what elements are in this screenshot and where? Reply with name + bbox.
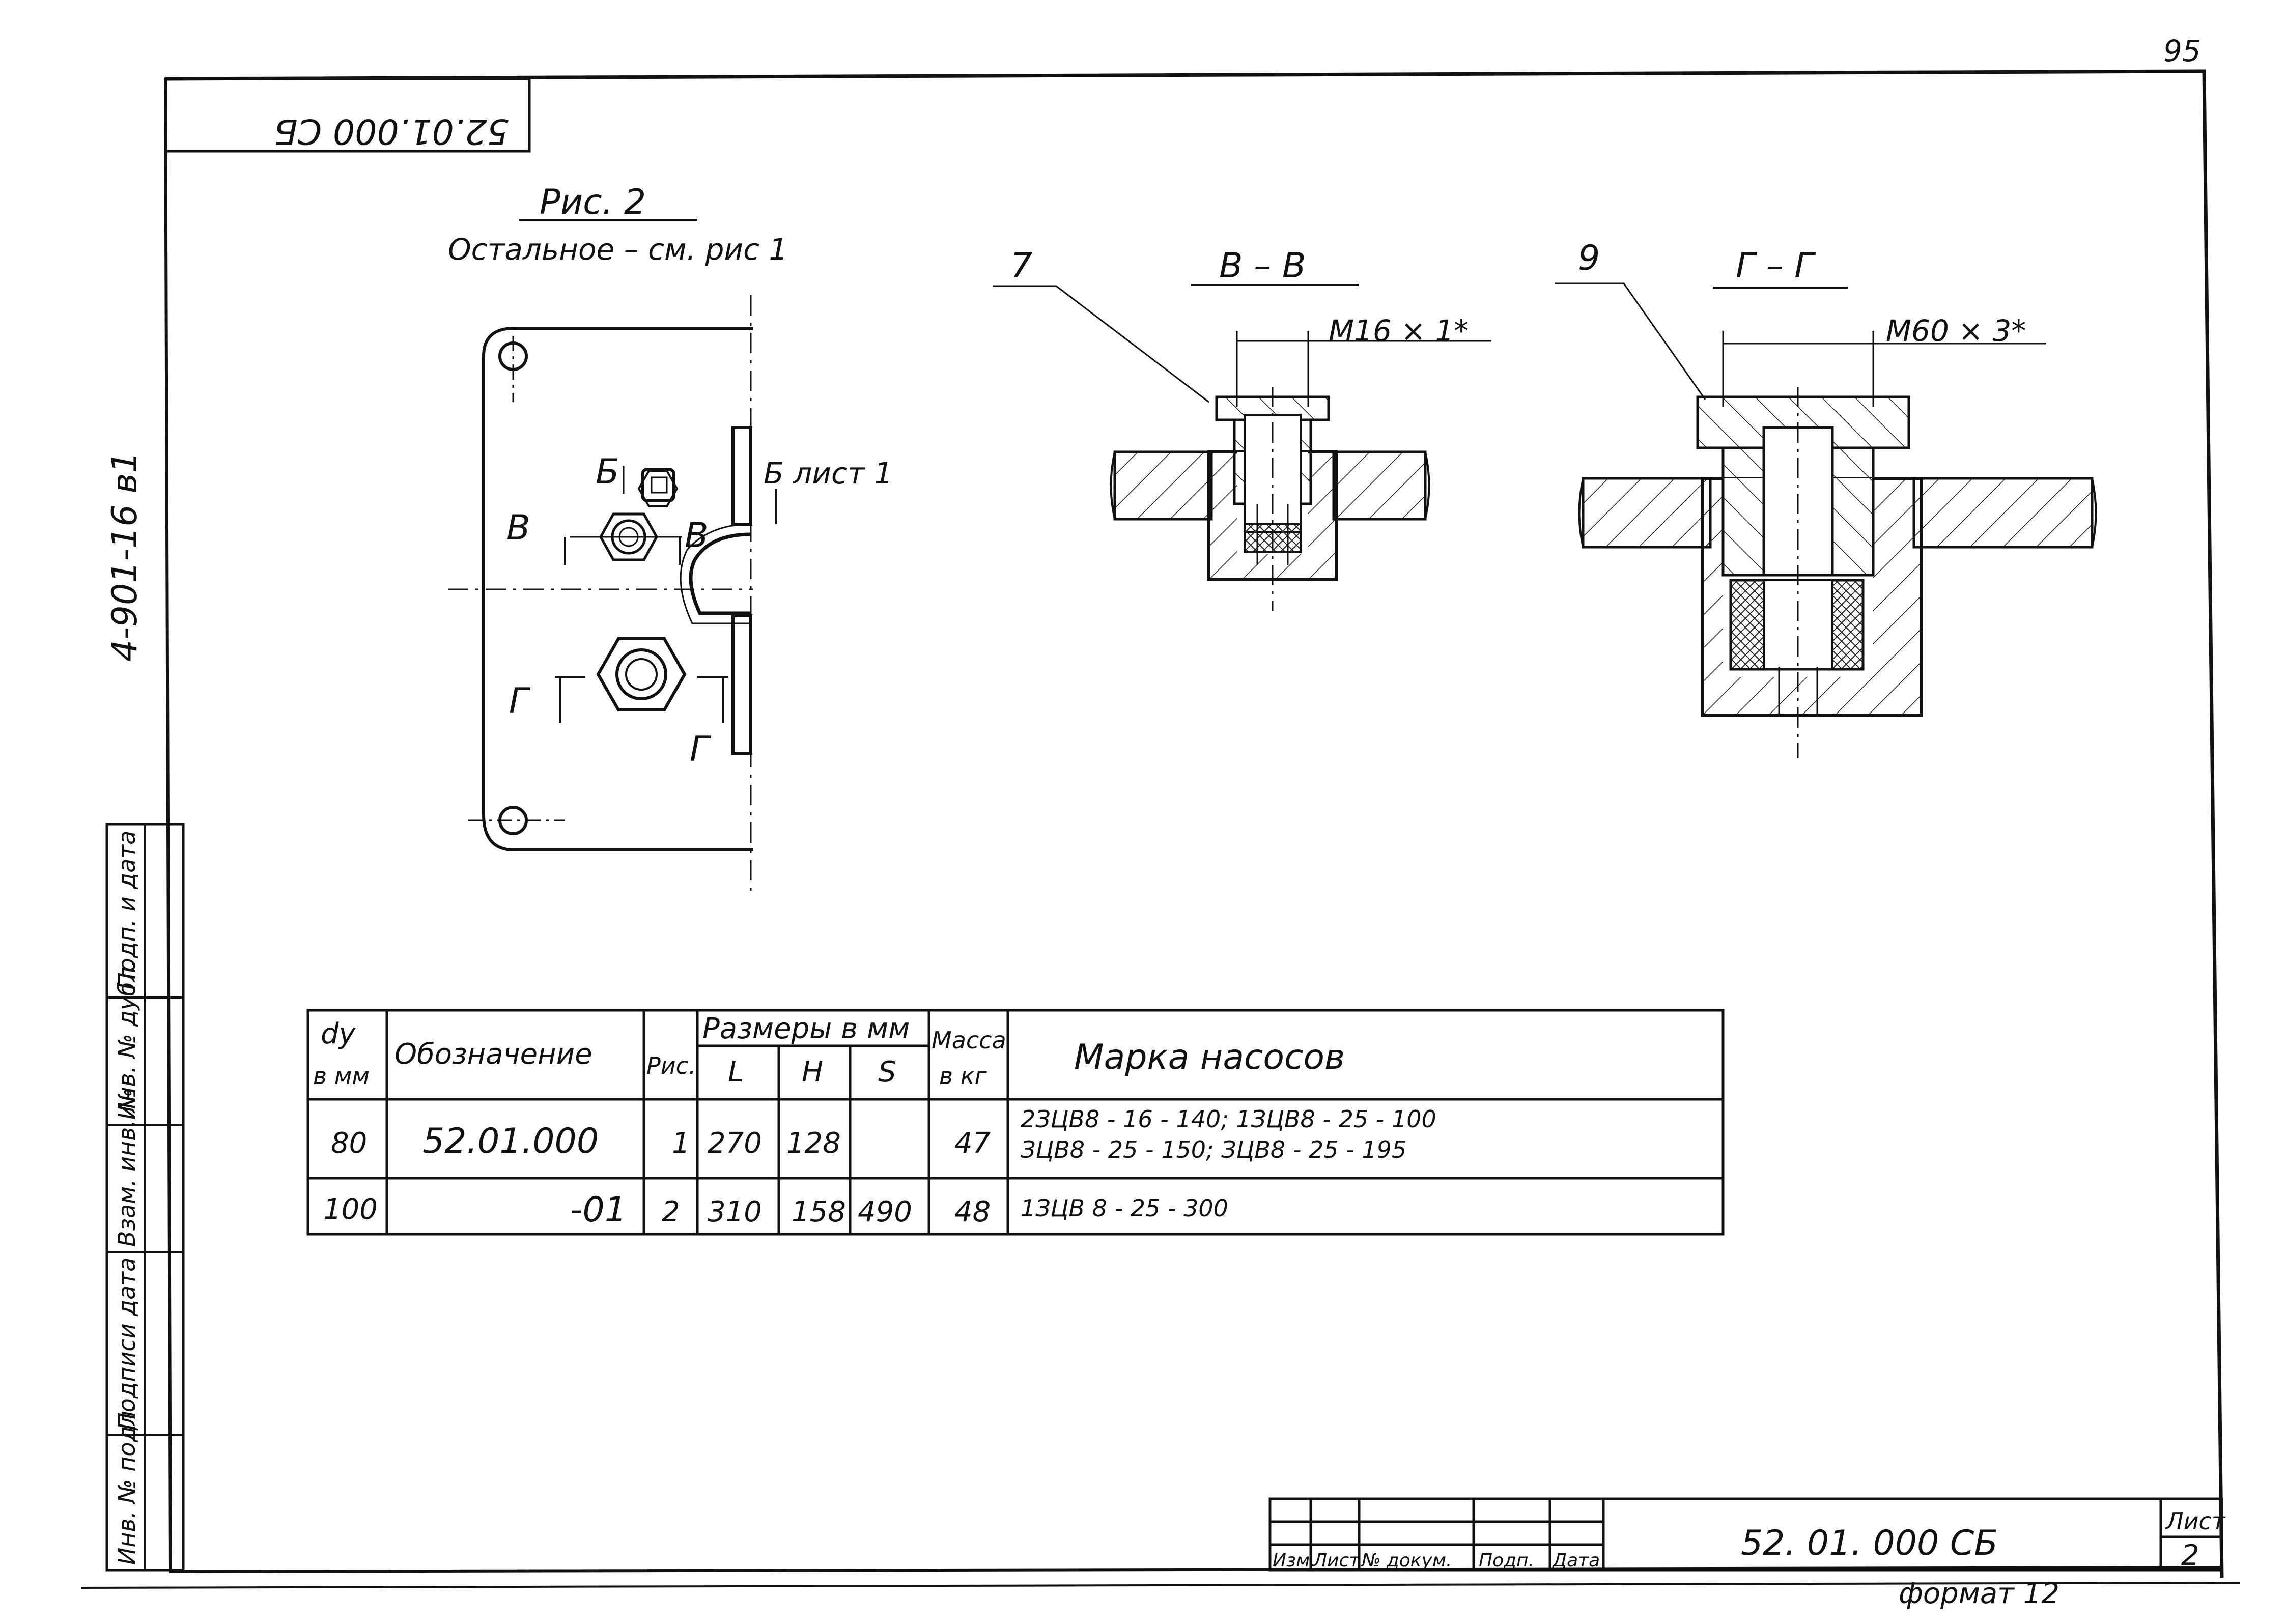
table-row-2-L: 310 — [708, 1195, 762, 1229]
title-block-col-sheet: Лист — [1312, 1550, 1360, 1571]
table-row-1-H: 128 — [786, 1127, 841, 1160]
table-row-1-fig: 1 — [672, 1127, 690, 1160]
page-number: 95 — [2163, 34, 2201, 68]
spec-table-grid — [306, 1009, 1725, 1236]
section-vv-title: В – В — [1219, 246, 1306, 286]
label-g-left: Г — [509, 681, 531, 721]
title-block-col-doc: № докум. — [1361, 1550, 1452, 1571]
table-header-dy-unit: в мм — [313, 1062, 370, 1090]
side-code: 4-901-16 в1 — [105, 451, 145, 662]
table-header-S: S — [878, 1056, 896, 1089]
figure-subtitle: Остальное – см. рис 1 — [448, 232, 787, 267]
side-stamp-sign-date: Подп. и дата — [113, 831, 140, 990]
table-header-mass: Масса — [932, 1027, 1006, 1054]
table-row-2-pumps-1: 1ЗЦВ 8 - 25 - 300 — [1021, 1194, 1228, 1222]
corner-stamp-box — [164, 77, 531, 153]
table-row-1-mass: 47 — [954, 1127, 991, 1160]
section-gg-callout: 9 — [1578, 238, 1600, 278]
table-row-2-dy: 100 — [323, 1193, 378, 1226]
label-b: Б — [596, 452, 619, 492]
side-stamp-replace-inv: Взам. инв. № — [113, 1088, 140, 1247]
table-header-dy: dу — [321, 1017, 356, 1050]
section-vv-thread: М16 × 1* — [1329, 314, 1469, 348]
section-vv-drawing — [1110, 331, 1491, 611]
table-row-1-pumps-2: ЗЦВ8 - 25 - 150; ЗЦВ8 - 25 - 195 — [1021, 1136, 1406, 1163]
label-v-right: В — [685, 516, 709, 556]
table-header-mass-unit: в кг — [939, 1062, 987, 1090]
table-row-1-L: 270 — [708, 1127, 762, 1160]
title-block-sheet-number: 2 — [2181, 1539, 2199, 1572]
section-gg-thread: М60 × 3* — [1886, 314, 2026, 348]
label-g-right: Г — [690, 729, 712, 770]
table-row-2-S: 490 — [858, 1195, 912, 1229]
table-row-2-fig: 2 — [662, 1195, 680, 1229]
figure-title: Рис. 2 — [540, 182, 646, 222]
section-vv-callout: 7 — [1010, 246, 1032, 286]
section-gg-leader — [1555, 282, 1706, 400]
table-header-L: L — [728, 1056, 744, 1089]
format-label: формат 12 — [1899, 1577, 2059, 1610]
table-header-designation: Обозначение — [394, 1038, 592, 1071]
title-block-doc-code: 52. 01. 000 СБ — [1741, 1523, 1998, 1563]
table-row-1-designation: 52.01.000 — [422, 1121, 599, 1161]
title-block-sheet-label: Лист — [2165, 1507, 2226, 1535]
label-v-left: В — [506, 508, 530, 548]
corner-stamp: 52.01.000 СБ — [274, 111, 509, 151]
side-stamp-original-inv: Инв. № подл. — [113, 1404, 140, 1565]
title-block-col-change: Изм. — [1273, 1550, 1316, 1571]
side-stamp-signatures: Подписи дата — [113, 1258, 140, 1430]
table-header-dims: Размеры в мм — [702, 1012, 910, 1045]
table-header-pumps: Марка насосов — [1074, 1037, 1345, 1077]
plan-view — [448, 295, 777, 896]
side-stamp-dup-inv: Инв. № дубл. — [113, 959, 140, 1120]
table-row-2-H: 158 — [792, 1195, 846, 1229]
table-row-2-designation: -01 — [570, 1190, 627, 1230]
section-gg-title: Г – Г — [1736, 246, 1816, 286]
title-block-col-sign: Подп. — [1479, 1550, 1534, 1571]
table-row-1-pumps-1: 2ЗЦВ8 - 16 - 140; 1ЗЦВ8 - 25 - 100 — [1021, 1105, 1436, 1133]
table-row-1-dy: 80 — [331, 1127, 367, 1160]
table-row-2-mass: 48 — [954, 1195, 991, 1229]
drawing-frame — [81, 69, 2240, 1589]
table-header-H: H — [802, 1056, 823, 1089]
section-gg-drawing — [1578, 331, 2097, 758]
label-b-sheet-ref: Б лист 1 — [764, 456, 893, 491]
section-vv-leader — [993, 285, 1209, 403]
side-stamp-column — [105, 823, 185, 1572]
title-block-grid — [1268, 1497, 2223, 1572]
table-header-fig: Рис. — [646, 1052, 696, 1079]
title-block-col-date: Дата — [1551, 1550, 1600, 1571]
